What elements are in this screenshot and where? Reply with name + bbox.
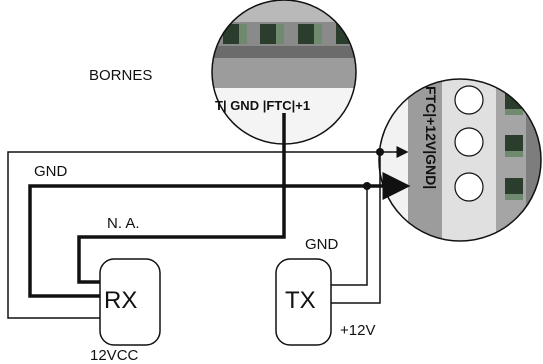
terminal-block-right-magnifier: FTC|+12V|GND| — [378, 78, 542, 242]
wire-12v-rx — [7, 146, 409, 319]
bornes-label: BORNES — [89, 67, 152, 84]
junction-dot-gnd — [363, 182, 371, 190]
tx-label: TX — [285, 287, 316, 314]
plus12v-label: +12V — [340, 322, 375, 339]
na-wire-label: N. A. — [107, 215, 140, 232]
wire-na-ftc — [77, 113, 286, 284]
junction-dot-12v — [376, 148, 384, 156]
wires — [7, 113, 411, 319]
gnd-tx-label: GND — [305, 236, 339, 253]
rx-device: RX — [99, 258, 161, 346]
wire-12v-tx — [331, 152, 381, 304]
tx-device: TX — [275, 258, 332, 346]
gnd-wire-label: GND — [34, 163, 68, 180]
terminal-top-label: T| GND |FTC|+1 — [215, 98, 310, 113]
terminal-right-label: FTC|+12V|GND| — [423, 86, 439, 189]
wire-gnd-tx — [331, 186, 368, 286]
vcc12-label: 12VCC — [90, 347, 139, 364]
wire-gnd-rx — [28, 172, 411, 298]
rx-label: RX — [104, 287, 137, 314]
